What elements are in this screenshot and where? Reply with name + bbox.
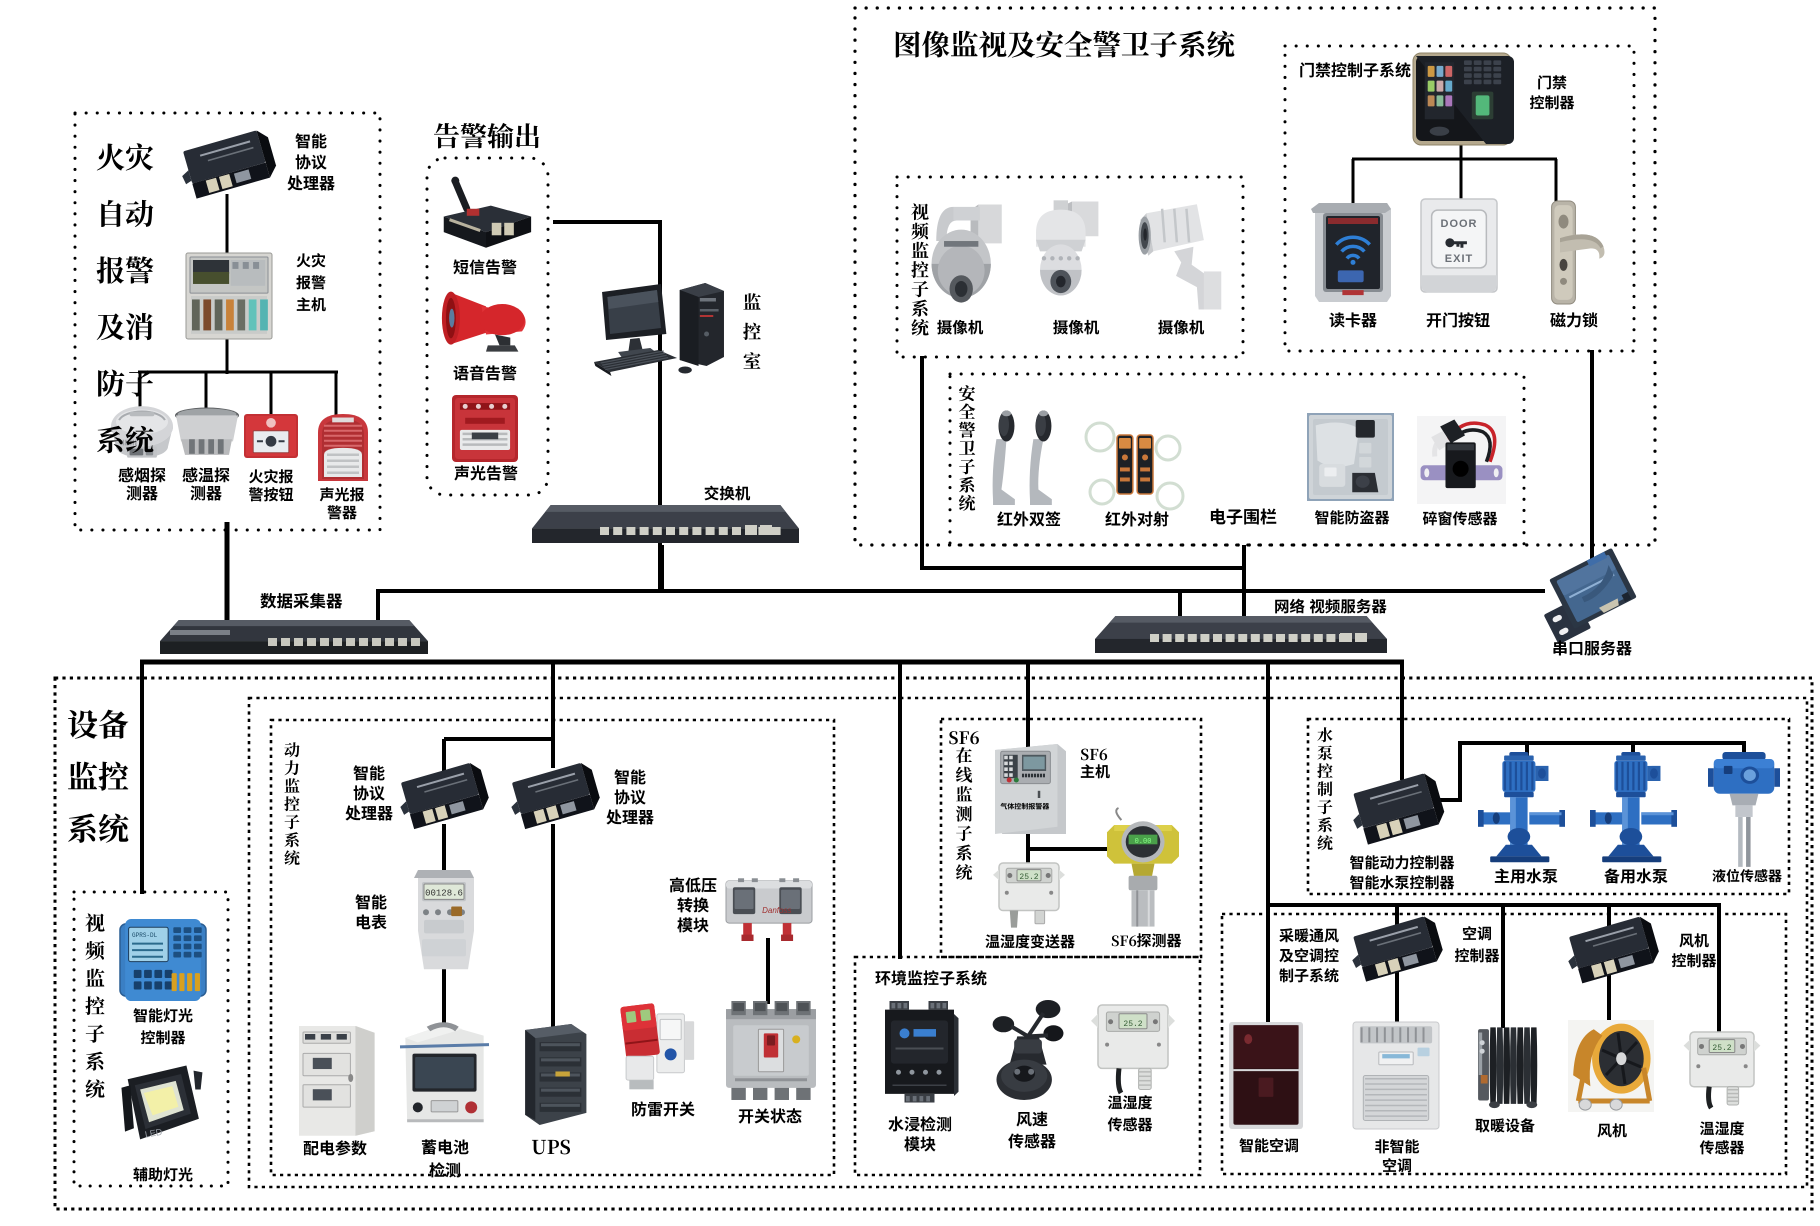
svg-text:EXIT: EXIT [1445, 253, 1473, 265]
svg-text:25.2: 25.2 [1712, 1044, 1731, 1053]
svg-text:00128.6: 00128.6 [425, 889, 463, 899]
svg-text:25.2: 25.2 [1019, 873, 1038, 882]
svg-text:25.2: 25.2 [1123, 1020, 1142, 1029]
svg-text:DOOR: DOOR [1441, 218, 1478, 230]
svg-text:0.00: 0.00 [1135, 838, 1152, 846]
svg-text:LED: LED [144, 1127, 163, 1140]
svg-text:GPRS-DL: GPRS-DL [132, 932, 158, 939]
svg-text:Danfoss: Danfoss [762, 906, 791, 915]
